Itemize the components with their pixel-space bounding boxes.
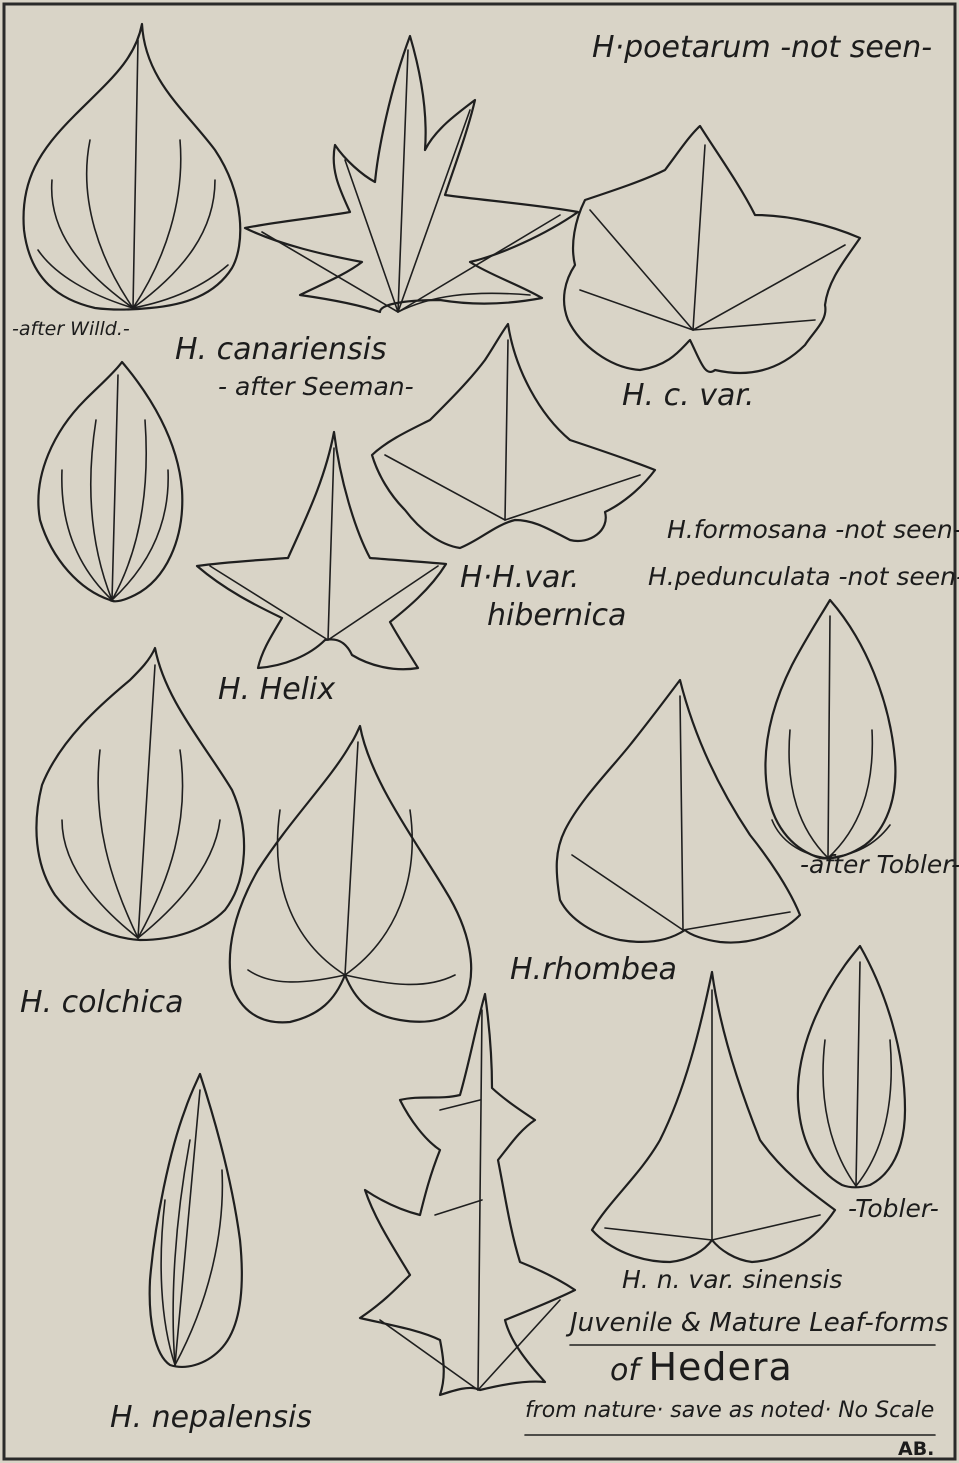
title-juvenile: Juvenile <box>570 1308 672 1338</box>
leaf-after-tobler <box>765 600 895 858</box>
label-nepalensis: H. nepalensis <box>110 1400 312 1435</box>
title-of: of <box>610 1353 639 1388</box>
leaf-nepalensis-mature <box>360 994 575 1395</box>
title-line-2: of Hedera <box>610 1345 793 1389</box>
title-save-as-noted: save as noted· <box>670 1398 831 1423</box>
label-sinensis: H. n. var. sinensis <box>622 1265 842 1294</box>
label-after-seeman: - after Seeman- <box>218 372 414 401</box>
title-genus: Hedera <box>648 1345 792 1389</box>
leaf-after-willd <box>23 24 240 310</box>
leaf-rhombea <box>557 680 800 943</box>
label-pedunculata: H.pedunculata -not seen- <box>648 562 959 591</box>
label-canariensis: H. canariensis <box>175 332 387 367</box>
label-tobler: -Tobler- <box>848 1194 939 1223</box>
label-hibernica: hibernica <box>487 598 626 633</box>
leaf-sinensis-mature <box>592 972 835 1262</box>
label-colchica: H. colchica <box>20 985 184 1020</box>
label-formosana: H.formosana -not seen- <box>667 515 959 544</box>
title-ampersand: & <box>681 1308 701 1338</box>
title-line-1: Juvenile & Mature Leaf-forms <box>570 1308 948 1338</box>
title-mature: Mature <box>709 1308 801 1338</box>
label-after-tobler: -after Tobler- <box>800 850 959 879</box>
label-poetarum: H·poetarum -not seen- <box>592 30 932 65</box>
label-hc-var: H. c. var. <box>622 378 754 413</box>
leaf-canariensis <box>245 36 578 312</box>
label-rhombea: H.rhombea <box>510 952 677 987</box>
title-leaf-forms: Leaf-forms <box>809 1308 948 1338</box>
leaf-hc-var <box>564 126 860 373</box>
leaf-colchica-juvenile <box>36 648 244 940</box>
leaf-hh-var-hibernica <box>372 324 655 548</box>
label-hh-var: H·H.var. <box>460 560 579 595</box>
label-helix: H. Helix <box>218 672 335 707</box>
leaf-colchica-mature <box>230 726 471 1022</box>
title-from-nature: from nature· <box>525 1398 663 1423</box>
artist-initials: AB. <box>898 1438 934 1460</box>
leaf-nepalensis-juvenile <box>150 1074 242 1367</box>
leaf-tobler-juvenile <box>798 946 905 1187</box>
title-no-scale: No Scale <box>838 1398 934 1423</box>
label-after-willd: -after Willd.- <box>12 318 130 340</box>
leaf-juvenile-oval <box>38 362 182 601</box>
title-line-3: from nature· save as noted· No Scale <box>525 1398 934 1423</box>
